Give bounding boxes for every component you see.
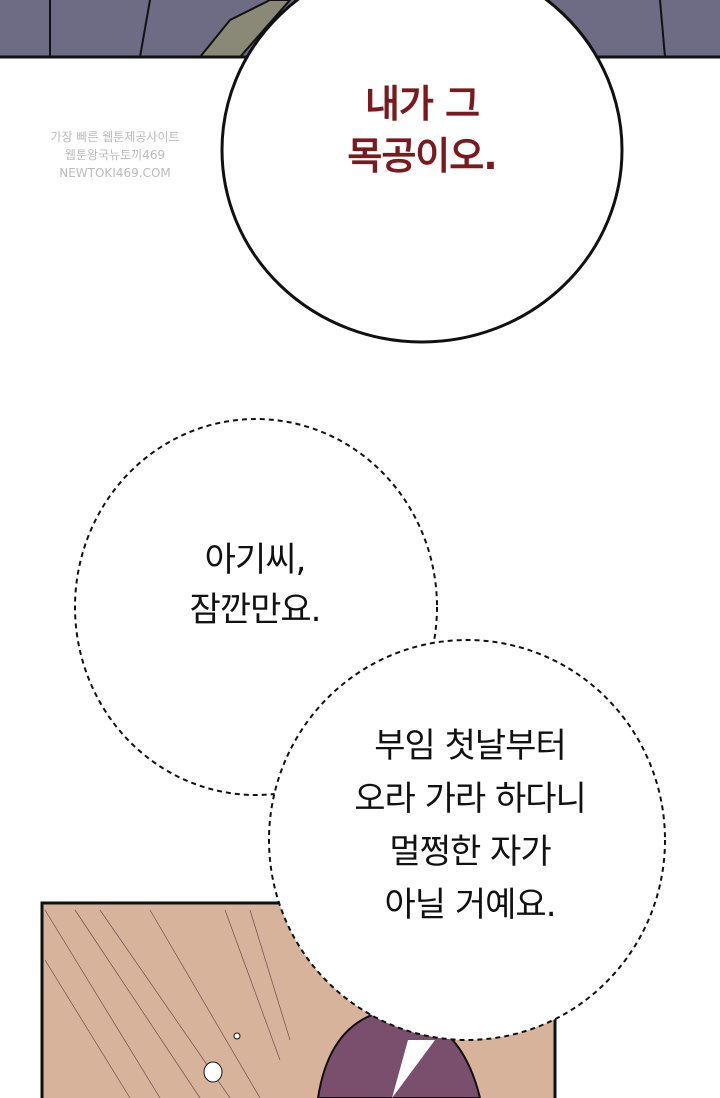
watermark-line: 웹툰왕국뉴토끼469 <box>64 148 166 162</box>
watermark-line: 가장 빠른 웹툰제공사이트 <box>50 130 180 144</box>
speech-text-1: 내가 그 목공이오. <box>322 78 522 182</box>
thought-text-2: 부임 첫날부터 오라 가라 하다니 멀쩡한 자가 아닐 거예요. <box>320 720 620 932</box>
speech-line: 잠깐만요. <box>189 590 322 630</box>
speech-bubble-circle <box>220 0 624 344</box>
speech-line: 목공이오. <box>347 134 497 178</box>
thought-text-1: 아기씨, 잠깐만요. <box>155 535 355 635</box>
speech-line: 부임 첫날부터 <box>374 726 567 766</box>
thought-bubbles <box>74 418 666 1098</box>
watermark: 가장 빠른 웹툰제공사이트 웹툰왕국뉴토끼469 NEWTOKI469.COM <box>50 128 180 182</box>
speech-line: 아기씨, <box>204 540 307 580</box>
speech-line: 오라 가라 하다니 <box>354 779 587 819</box>
speech-line: 내가 그 <box>364 82 480 126</box>
watermark-line: NEWTOKI469.COM <box>59 166 171 180</box>
speech-line: 아닐 거예요. <box>384 885 556 925</box>
speech-line: 멀쩡한 자가 <box>389 832 551 872</box>
